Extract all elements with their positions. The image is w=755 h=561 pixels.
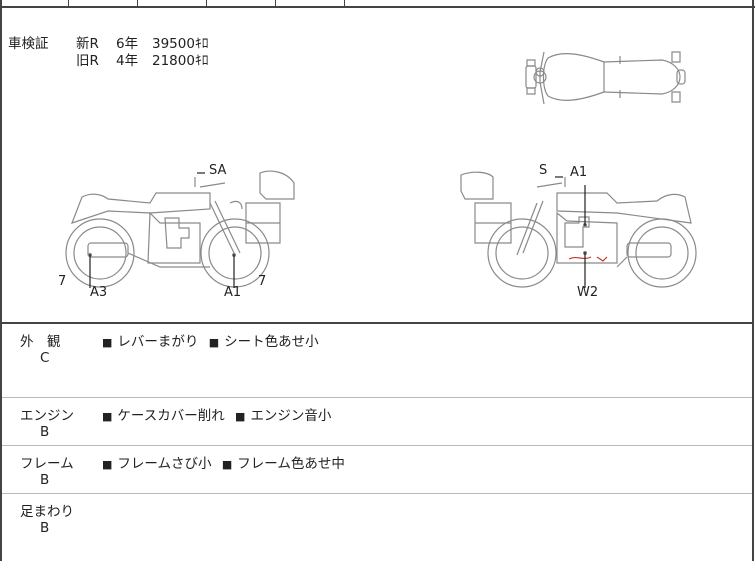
vehicle-inspection-panel: 車検証 新R 6年 39500ｷﾛ 旧R 4年 21800ｷﾛ <box>2 8 752 324</box>
damage-label-a1-right: A1 <box>570 165 588 180</box>
section-title: フレーム <box>20 456 74 472</box>
issue-item: フレーム色あせ中 <box>237 456 345 472</box>
damage-label-sa: SA <box>209 163 227 178</box>
shaken-row-new: 新R 6年 39500ｷﾛ <box>76 36 208 53</box>
damage-label-s: S <box>539 163 548 178</box>
right-border <box>752 0 754 561</box>
label-7-left: 7 <box>58 274 67 289</box>
bullet-icon: ■ <box>235 410 246 423</box>
bullet-icon: ■ <box>102 458 113 471</box>
damage-label-a1: A1 <box>224 285 242 300</box>
issue-item: エンジン音小 <box>250 408 332 424</box>
motorcycle-top-view-icon <box>525 51 686 105</box>
shaken-price: 39500ｷﾛ <box>152 36 209 52</box>
section-grade: B <box>40 472 50 488</box>
issue-item: ケースカバー削れ <box>117 408 225 424</box>
section-items: ■ フレームさび小 ■ フレーム色あせ中 <box>102 452 351 472</box>
shaken-kind: 新R <box>76 36 99 52</box>
bullet-icon: ■ <box>208 336 220 349</box>
section-engine: エンジン B ■ ケースカバー削れ ■ エンジン音小 <box>2 398 752 446</box>
cell-divider <box>206 0 207 6</box>
section-grade: C <box>40 350 50 366</box>
shaken-kind: 旧R <box>76 53 99 69</box>
section-exterior: 外 観 C ■ レバーまがり ■ シート色あせ小 <box>2 324 752 398</box>
left-border <box>0 0 2 561</box>
section-items: ■ ケースカバー削れ ■ エンジン音小 <box>102 404 337 424</box>
section-frame: フレーム B ■ フレームさび小 ■ フレーム色あせ中 <box>2 446 752 494</box>
section-title: 外 観 <box>20 334 61 350</box>
shaken-label: 車検証 <box>8 36 49 52</box>
shaken-years: 6年 <box>116 36 139 52</box>
issue-item: シート色あせ小 <box>224 334 319 350</box>
shaken-row-old: 旧R 4年 21800ｷﾛ <box>76 53 208 70</box>
section-grade: B <box>40 520 50 536</box>
damage-label-a3: A3 <box>90 285 108 300</box>
motorcycle-right-side-view-icon <box>460 171 697 288</box>
section-title: 足まわり <box>20 504 74 520</box>
label-7-right: 7 <box>258 274 267 289</box>
bullet-icon: ■ <box>221 458 233 471</box>
cell-divider <box>275 0 276 6</box>
issue-item: レバーまがり <box>117 334 199 350</box>
issue-item: フレームさび小 <box>117 456 212 472</box>
cell-divider <box>137 0 138 6</box>
section-title: エンジン <box>20 408 74 424</box>
bullet-icon: ■ <box>102 410 113 423</box>
section-items: ■ レバーまがり ■ シート色あせ小 <box>102 330 325 350</box>
top-header-row <box>0 0 755 8</box>
section-suspension: 足まわり B <box>2 494 752 561</box>
cell-divider <box>68 0 69 6</box>
motorcycle-left-side-view-icon <box>65 170 295 288</box>
section-grade: B <box>40 424 50 440</box>
shaken-price: 21800ｷﾛ <box>152 53 209 69</box>
damage-label-w2: W2 <box>577 285 599 300</box>
cell-divider <box>344 0 345 6</box>
bullet-icon: ■ <box>102 336 113 349</box>
shaken-years: 4年 <box>116 53 139 69</box>
